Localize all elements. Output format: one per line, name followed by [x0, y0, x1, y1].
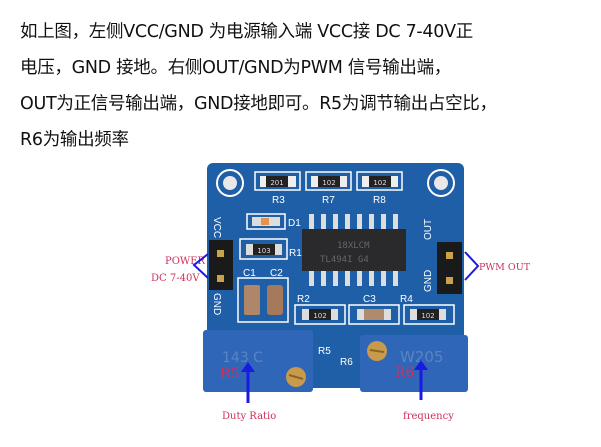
ic-marking: 18XLCM: [337, 241, 370, 251]
arrow-up-icon: [414, 360, 428, 400]
svg-text:102: 102: [322, 179, 335, 187]
ic-tl494: [302, 229, 406, 271]
capacitor-area: [237, 277, 289, 323]
resistor-r3: 201: [254, 171, 301, 191]
label-gnd-left: GND: [211, 293, 222, 315]
led-d1: [246, 213, 286, 230]
capacitor-c3: [348, 304, 400, 325]
resistor-body: [417, 309, 439, 320]
label-r3: R3: [272, 195, 285, 206]
annotation-duty-ratio: Duty Ratio: [222, 411, 276, 422]
pot-screw-slot: [288, 374, 304, 380]
paragraph-line: 如上图，左侧VCC/GND 为电源输入端 VCC接 DC 7-40V正: [20, 22, 473, 42]
mounting-hole: [216, 169, 244, 197]
label-c3: C3: [363, 294, 376, 305]
capacitor-body: [364, 309, 384, 320]
resistor-r4: [403, 304, 455, 325]
svg-text:201: 201: [270, 179, 283, 187]
svg-text:102: 102: [373, 179, 386, 187]
resistor-r1: [239, 238, 288, 260]
annotation-r6: R6: [395, 365, 415, 381]
description-paragraph: 如上图，左侧VCC/GND 为电源输入端 VCC接 DC 7-40V正 电压，G…: [20, 14, 600, 158]
label-c2: C2: [270, 268, 283, 279]
header-pin: [446, 252, 453, 259]
pwm-output-header: [437, 242, 462, 294]
ic-pins: [309, 214, 398, 286]
resistor-code: 102: [421, 312, 434, 320]
header-pin: [217, 275, 224, 282]
annotation-pwm-out: PWM OUT: [479, 262, 531, 273]
label-c1: C1: [243, 268, 256, 279]
label-gnd-right: GND: [423, 270, 434, 292]
resistor-r8: 102: [356, 171, 403, 191]
label-r7: R7: [322, 195, 335, 206]
resistor-body: [309, 309, 331, 320]
annotation-r5: R5: [220, 366, 239, 382]
ic-marking: TL494I G4: [320, 255, 369, 265]
pwm-bracket-icon: [464, 251, 480, 281]
label-r8: R8: [373, 195, 386, 206]
power-bracket-icon: [192, 253, 209, 279]
mounting-hole-center: [223, 176, 237, 190]
pot-marking: W205: [400, 348, 443, 366]
resistor-body: [253, 244, 275, 255]
resistor-code: 102: [313, 312, 326, 320]
power-header: [209, 240, 233, 290]
led-lens: [261, 218, 269, 225]
label-r2: R2: [297, 294, 310, 305]
paragraph-line: 电压，GND 接地。右侧OUT/GND为PWM 信号输出端，: [20, 58, 452, 78]
mounting-hole: [427, 169, 455, 197]
mounting-hole-center: [434, 176, 448, 190]
annotation-frequency: frequency: [403, 411, 454, 422]
header-pin: [217, 250, 224, 257]
label-r4: R4: [400, 294, 413, 305]
potentiometer-r6: [360, 335, 468, 392]
pot-screw-slot: [369, 349, 385, 353]
annotation-dc-range: DC 7-40V: [151, 273, 200, 284]
label-d1: D1: [288, 218, 301, 229]
label-vcc: VCC: [211, 217, 222, 238]
label-r1: R1: [289, 248, 302, 259]
capacitor-c2: [267, 285, 283, 315]
header-pin: [446, 277, 453, 284]
paragraph-line: OUT为正信号输出端，GND接地即可。R5为调节输出占空比，: [20, 94, 497, 114]
resistor-r2: [294, 304, 346, 325]
capacitor-c1: [244, 285, 260, 315]
resistor-r7: 102: [305, 171, 352, 191]
potentiometer-r5: [203, 330, 313, 392]
paragraph-line: R6为输出频率: [20, 130, 129, 150]
arrow-up-icon: [241, 362, 255, 403]
label-out: OUT: [423, 219, 434, 240]
resistor-code: 103: [257, 247, 270, 255]
pot-marking: 143 C: [222, 350, 263, 366]
label-r6-silk: R6: [340, 357, 353, 368]
annotation-power: POWER: [165, 256, 206, 267]
label-r5-silk: R5: [318, 346, 331, 357]
